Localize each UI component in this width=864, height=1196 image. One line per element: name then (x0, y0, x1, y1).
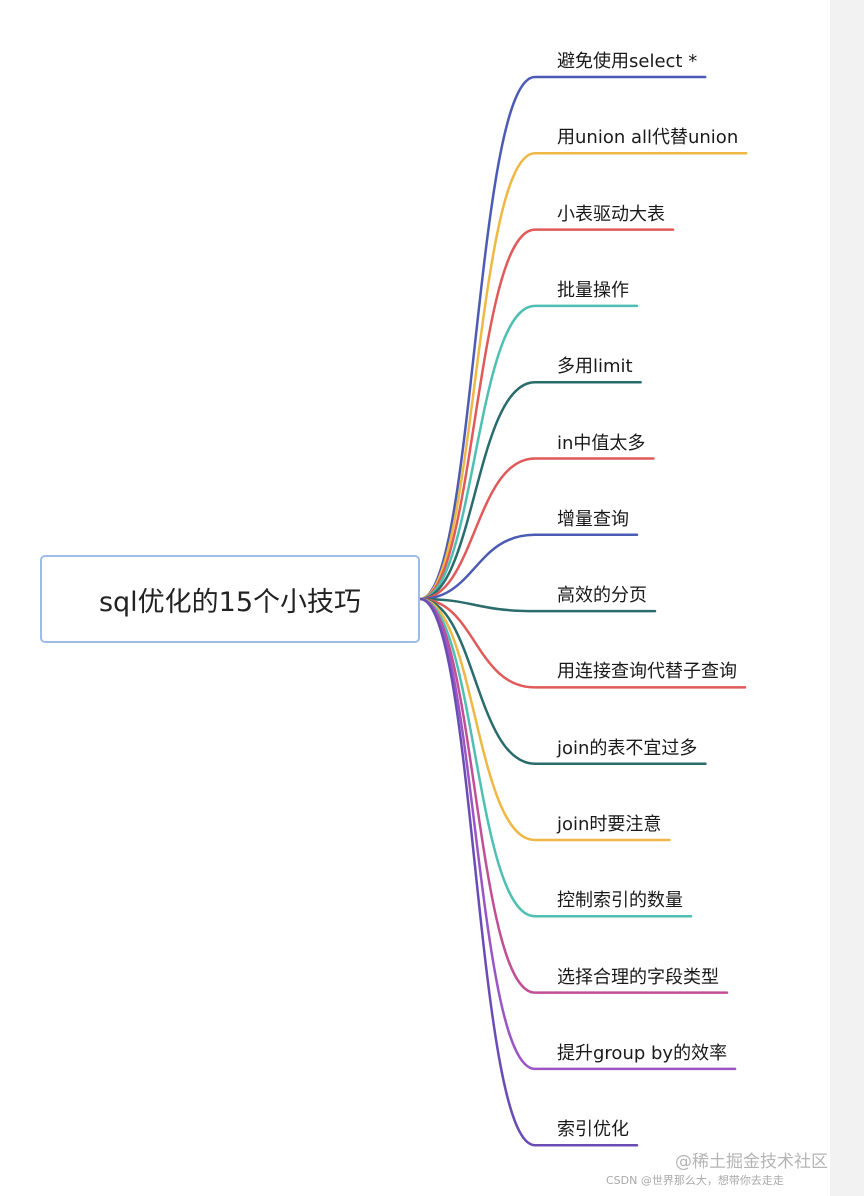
branch-connector-line (418, 597, 657, 613)
branch-label[interactable]: 用连接查询代替子查询 (557, 661, 737, 683)
page-margin (830, 0, 864, 1196)
branch-label[interactable]: join时要注意 (557, 814, 662, 835)
branch-connector-line (418, 597, 693, 918)
branch-connector-line (418, 457, 655, 601)
branch-connector-line (418, 228, 675, 601)
branch-connector-line (418, 152, 748, 601)
watermark-juejin: @稀土掘金技术社区 (675, 1152, 828, 1172)
central-topic-label: sql优化的15个小技巧 (98, 586, 362, 618)
branch-connector-line (418, 75, 707, 601)
branch-label[interactable]: 避免使用select * (557, 51, 698, 72)
branch-label[interactable]: 提升group by的效率 (557, 1042, 728, 1064)
branch-label[interactable]: 批量操作 (557, 279, 629, 301)
branch-label[interactable]: 多用limit (557, 356, 633, 378)
branch-label[interactable]: join的表不宜过多 (557, 737, 698, 759)
branch-label[interactable]: 索引优化 (557, 1119, 629, 1141)
branch-label[interactable]: 高效的分页 (557, 585, 647, 607)
branch-connector-line (418, 597, 729, 994)
branch-label[interactable]: 用union all代替union (557, 127, 739, 149)
branch-label[interactable]: in中值太多 (557, 432, 646, 454)
branch-connector-line (418, 597, 707, 765)
branch-connector-line (418, 597, 671, 842)
branch-connector-line (418, 597, 639, 1147)
watermark-csdn: CSDN @世界那么大，想带你去走走 (606, 1174, 784, 1187)
branch-label[interactable]: 控制索引的数量 (557, 890, 683, 912)
branch-connector-line (418, 597, 737, 1071)
branch-connector-line (418, 533, 639, 601)
branch-connector-line (418, 597, 747, 689)
branch-connector-line (418, 380, 642, 601)
branch-label[interactable]: 增量查询 (557, 508, 629, 530)
branch-label[interactable]: 小表驱动大表 (557, 203, 665, 225)
branch-connector-line (418, 304, 639, 601)
central-topic-node[interactable]: sql优化的15个小技巧 (40, 555, 420, 643)
branch-label[interactable]: 选择合理的字段类型 (557, 966, 719, 988)
